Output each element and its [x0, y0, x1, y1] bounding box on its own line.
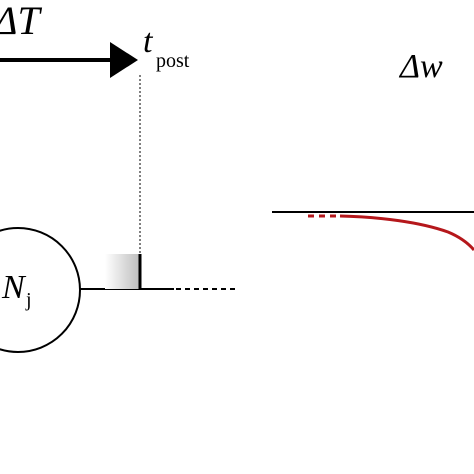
delta-t-arrow-head: [110, 42, 138, 78]
neuron-label: N: [1, 269, 27, 306]
spike-trace-box: [105, 254, 140, 289]
t-post-subscript: post: [156, 50, 190, 72]
t-post-label: t: [143, 23, 154, 60]
weight-curve: [339, 214, 474, 251]
delta-w-label: Δw: [398, 48, 443, 85]
delta-w-text: Δw: [398, 48, 443, 85]
delta-t-label: ΔT: [0, 0, 42, 43]
neuron-subscript: j: [25, 289, 32, 311]
